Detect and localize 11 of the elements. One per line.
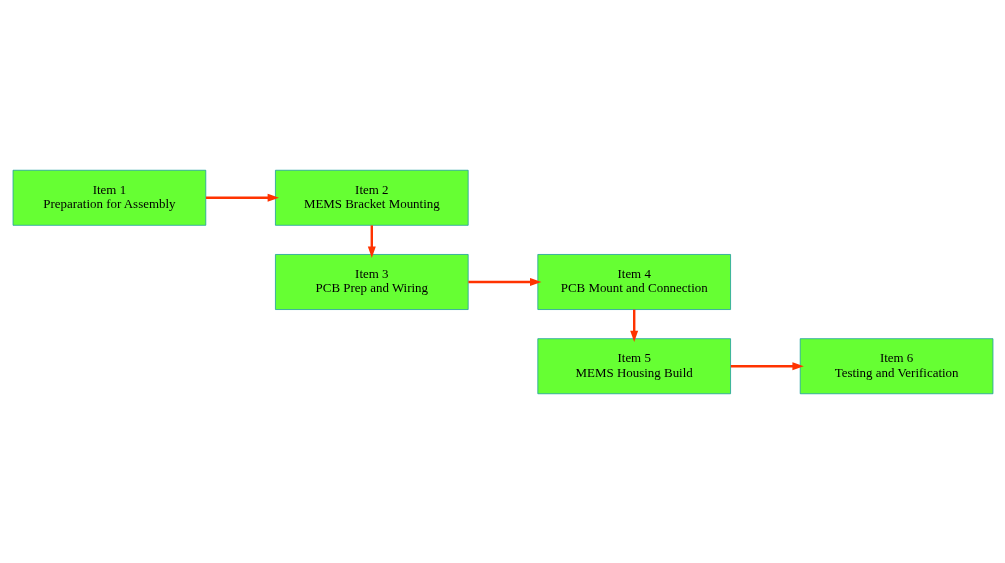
node-box: Item 3 PCB Prep and Wiring	[274, 253, 469, 310]
node-box: Item 1 Preparation for Assembly	[12, 169, 206, 226]
node-box: Item 6 Testing and Verification	[799, 337, 993, 394]
node-box: Item 4 PCB Mount and Connection	[536, 253, 731, 310]
arrow	[467, 277, 541, 286]
arrow	[629, 309, 638, 342]
arrow	[367, 224, 376, 258]
arrow	[730, 361, 804, 370]
arrow	[205, 193, 279, 202]
node-box: Item 2 MEMS Bracket Mounting	[274, 169, 469, 226]
node-box: Item 5 MEMS Housing Build	[536, 337, 731, 394]
